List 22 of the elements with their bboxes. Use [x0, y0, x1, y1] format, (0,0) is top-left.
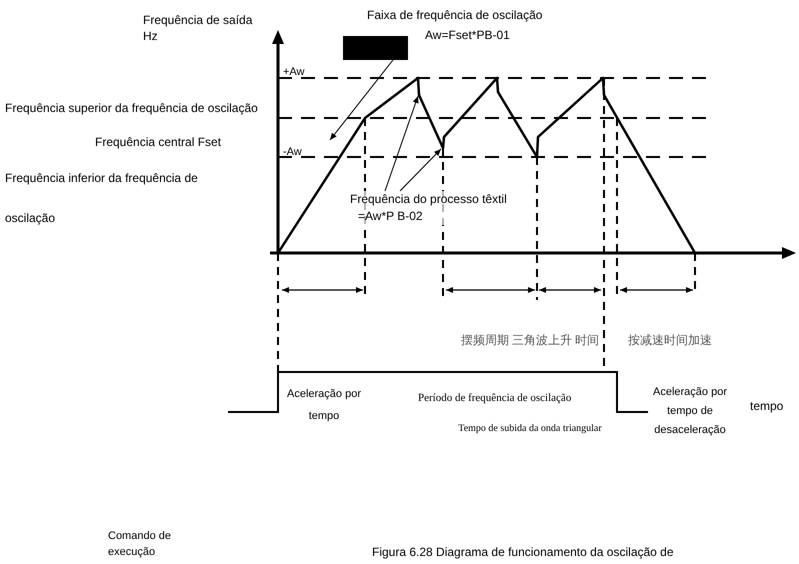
leader-line	[330, 60, 394, 140]
level-label: -Aw	[283, 145, 303, 160]
level-label: +Aw	[283, 65, 306, 80]
level-description: Frequência superior da frequência de oscilação	[5, 100, 259, 116]
leader-line	[384, 96, 419, 192]
axis-title: tempo	[750, 398, 784, 414]
annotation-text: 摆频周期 三角波上升 时间	[460, 332, 600, 348]
axis-title: Frequência de saída Hz	[143, 12, 254, 44]
interval-label: Aceleração por tempo	[286, 387, 362, 424]
callout-box	[343, 36, 408, 60]
leader-line	[400, 148, 442, 192]
annotation-text: 按减速时间加速	[628, 332, 713, 348]
level-description: Frequência central Fset	[95, 134, 222, 150]
level-description: oscilação	[5, 210, 56, 226]
formula-text: Aw=Fset*PB-01	[425, 27, 511, 43]
figure-caption: Figura 6.28 Diagrama de funcionamento da oscilação de	[372, 544, 675, 560]
signal-label: Comando de execução	[108, 529, 172, 560]
interval-label: Período de frequência de oscilação	[418, 391, 572, 406]
interval-label: Tempo de subida da onda triangular	[457, 422, 603, 436]
level-description: Frequência inferior da frequência de	[5, 170, 199, 186]
annotation-text: Faixa de frequência de oscilação	[367, 7, 544, 23]
interval-label: Aceleração por tempo de desaceleração	[652, 385, 728, 438]
